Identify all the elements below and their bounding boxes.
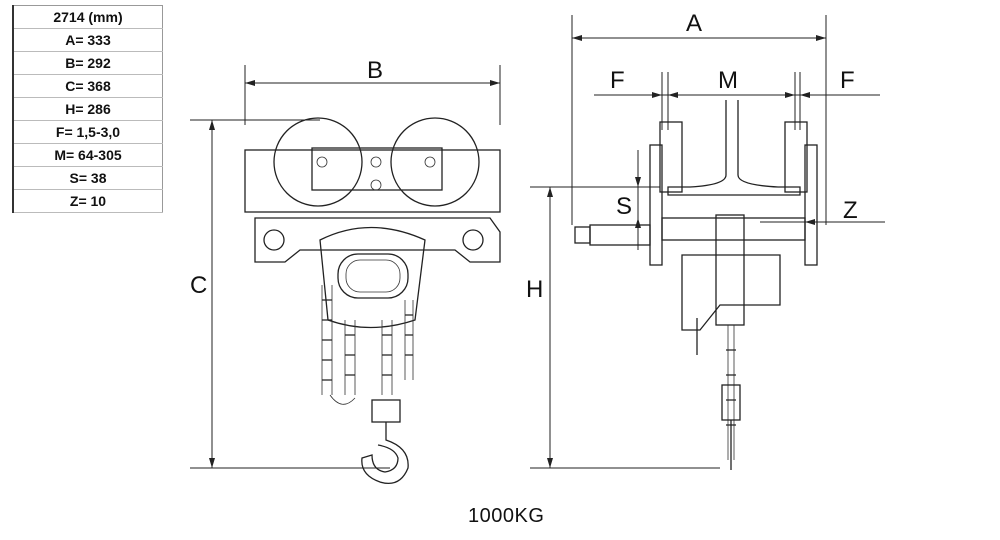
hoist-body xyxy=(319,226,426,329)
dimension-s: S xyxy=(616,150,641,250)
axle xyxy=(661,217,806,241)
dimension-z: Z xyxy=(760,197,885,225)
dimension-a: A xyxy=(571,10,827,225)
spec-row-b: B= 292 xyxy=(13,51,163,75)
wheel-right xyxy=(390,117,480,207)
spec-row-f: F= 1,5-3,0 xyxy=(13,120,163,144)
spec-header: 2714 (mm) xyxy=(13,5,163,29)
load-chain-side xyxy=(696,318,741,470)
svg-text:F: F xyxy=(610,67,625,94)
svg-text:M: M xyxy=(718,67,738,94)
side-plate-right xyxy=(804,144,818,266)
svg-text:B: B xyxy=(367,57,383,84)
hoist-window xyxy=(337,253,409,299)
hoist-body-side xyxy=(681,254,781,331)
hand-chain xyxy=(321,285,414,405)
svg-text:A: A xyxy=(686,10,702,37)
svg-text:S: S xyxy=(616,193,632,220)
spec-row-m: M= 64-305 xyxy=(13,143,163,167)
spec-row-h: H= 286 xyxy=(13,97,163,121)
front-view: B C xyxy=(190,57,501,485)
dimension-b: B xyxy=(244,57,501,125)
side-view: A F M F H S Z xyxy=(526,10,885,470)
trolley-crossbar xyxy=(254,217,501,263)
capacity-caption: 1000KG xyxy=(468,505,545,527)
dimension-c: C xyxy=(190,119,390,469)
svg-text:H: H xyxy=(526,276,543,303)
svg-text:Z: Z xyxy=(843,197,858,224)
spec-row-s: S= 38 xyxy=(13,166,163,190)
wheel-left xyxy=(273,117,363,207)
svg-text:C: C xyxy=(190,272,207,299)
load-hook xyxy=(361,399,409,485)
i-beam xyxy=(667,100,801,196)
svg-text:F: F xyxy=(840,67,855,94)
dimension-h: H xyxy=(526,186,720,469)
spec-table: 2714 (mm) A= 333 B= 292 C= 368 H= 286 F=… xyxy=(12,5,163,213)
spec-row-z: Z= 10 xyxy=(13,189,163,213)
spec-row-a: A= 333 xyxy=(13,28,163,52)
dimension-f-m-f: F M F xyxy=(594,67,880,130)
spec-row-c: C= 368 xyxy=(13,74,163,98)
trolley-side-plate xyxy=(244,149,501,213)
side-plate-left xyxy=(649,144,663,266)
trolley-plate xyxy=(311,147,443,191)
